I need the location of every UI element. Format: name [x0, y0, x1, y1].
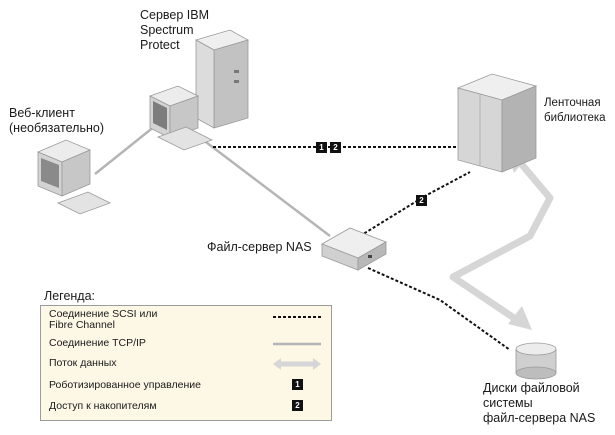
legend-drive-access-label: Доступ к накопителям [49, 400, 157, 412]
drive-access-badge-scsi: 2 [330, 142, 341, 153]
legend-tcpip-label: Соединение TCP/IP [49, 337, 146, 349]
data-flow-library-to-nas [449, 157, 554, 325]
tcpip-line-client-to-server [94, 121, 161, 175]
nas-file-server [321, 227, 387, 271]
server-monitor [148, 85, 214, 151]
data-flow-arrows [449, 157, 554, 325]
legend-robotic-control-label: Роботизированное управление [49, 379, 201, 391]
legend-scsi-label: Соединение SCSI или Fibre Channel [49, 308, 158, 331]
tcpip-line-server-to-nas [189, 129, 331, 237]
drive-access-badge-nas: 2 [416, 195, 427, 206]
legend-robotic-control-badge: 1 [292, 379, 303, 390]
robotic-control-badge-scsi: 1 [316, 142, 327, 153]
legend-drive-access-badge: 2 [292, 400, 303, 411]
legend-data-flow-swatch [273, 358, 321, 370]
legend-box: Соединение SCSI или Fibre Channel Соедин… [40, 305, 332, 421]
legend-data-flow-label: Поток данных [49, 357, 117, 369]
scsi-line-nas-to-disks [367, 267, 511, 351]
server-label: Сервер IBM Spectrum Protect [140, 8, 210, 52]
nas-disks-label: Диски файловой системы файл-сервера NAS [483, 381, 596, 425]
tcpip-connections [94, 121, 331, 237]
server-tower [194, 29, 250, 129]
scsi-line-nas-to-library [359, 171, 471, 237]
tape-library [456, 73, 538, 173]
web-client-label: Веб-клиент (необязательно) [9, 106, 104, 135]
nas-disk-cylinder [515, 342, 557, 380]
legend-tcpip-swatch [273, 342, 321, 346]
legend-scsi-swatch [273, 316, 321, 318]
web-client-workstation [36, 139, 112, 215]
tape-library-label: Ленточная библиотека [544, 97, 606, 124]
data-flow-arrowhead-down [508, 306, 532, 330]
legend-title: Легенда: [44, 289, 96, 303]
nas-server-label: Файл-сервер NAS [207, 240, 312, 254]
